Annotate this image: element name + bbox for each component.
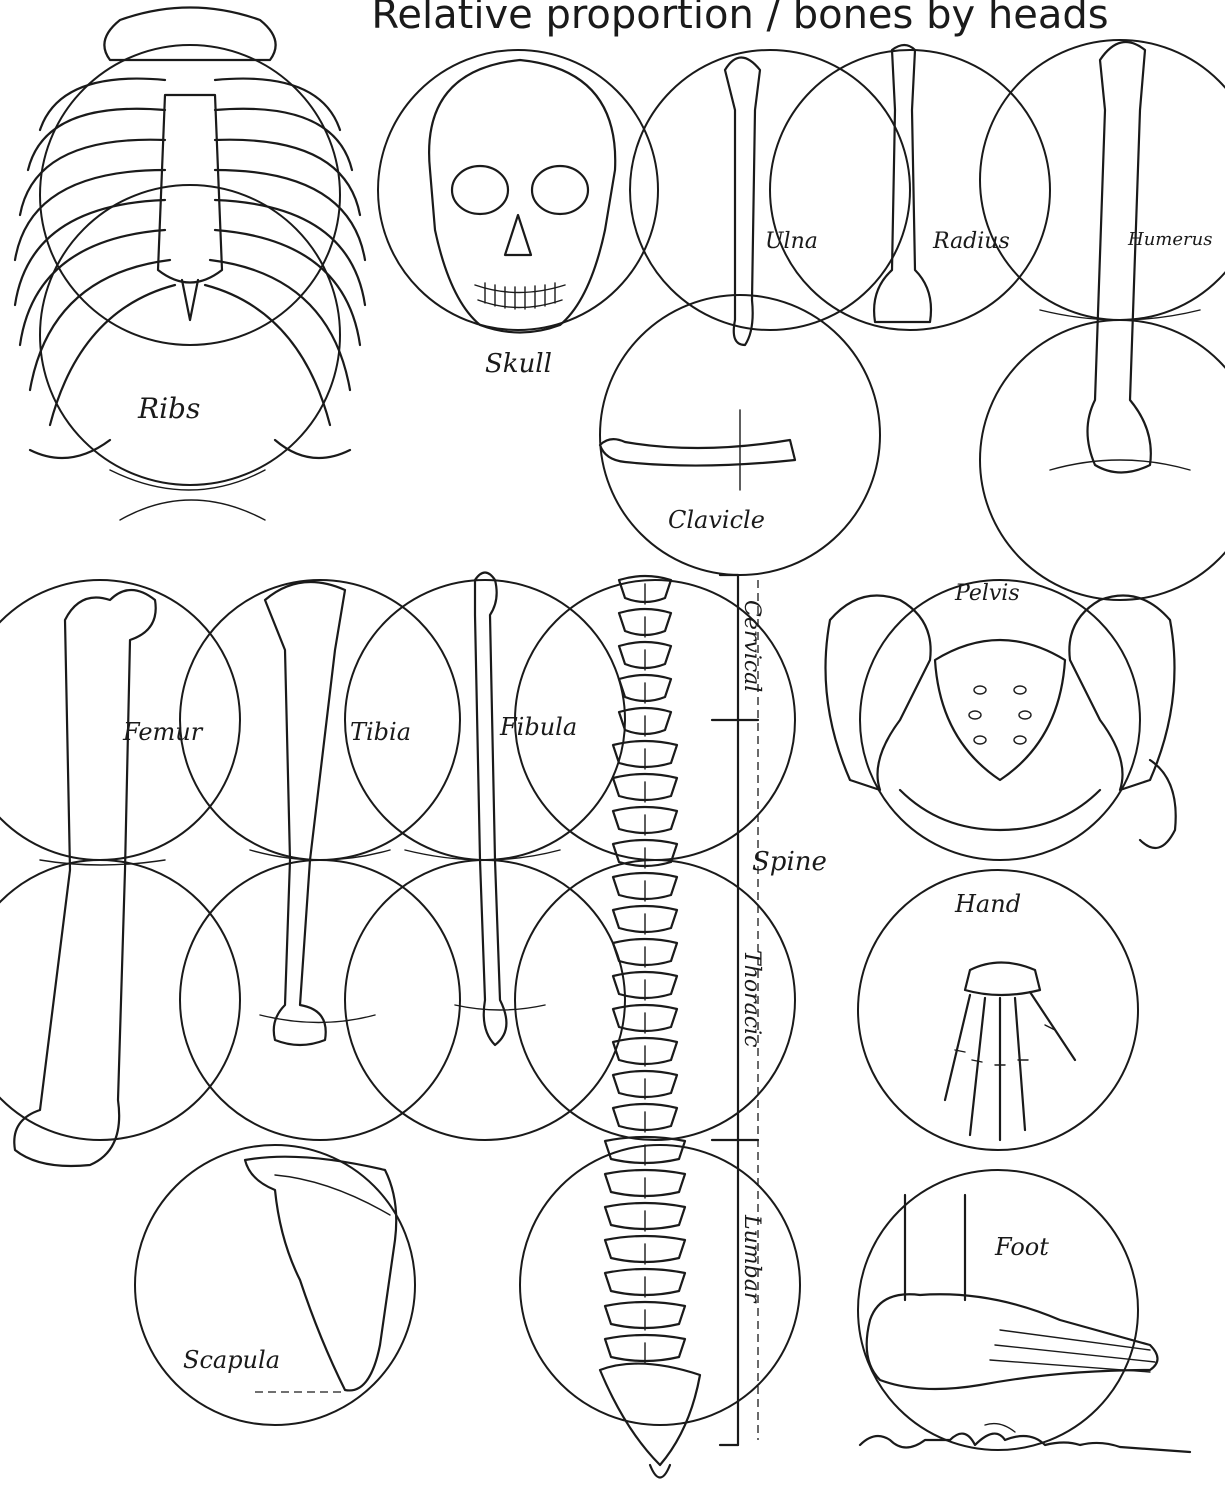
label-ulna: Ulna (765, 229, 818, 254)
head-circle (860, 580, 1140, 860)
tibia-drawing: Tibia (180, 580, 460, 1140)
clavicle-drawing: Clavicle (600, 295, 880, 575)
label-clavicle: Clavicle (668, 506, 765, 534)
ribs-drawing: Ribs (15, 8, 365, 521)
label-cervical: Cervical (739, 600, 764, 692)
head-circle (180, 580, 460, 860)
label-hand: Hand (954, 890, 1021, 918)
label-foot: Foot (994, 1233, 1049, 1261)
label-femur: Femur (122, 718, 204, 746)
sheet-title: Relative proportion / bones by heads (371, 0, 1108, 38)
fibula-drawing: Fibula (345, 573, 625, 1141)
label-pelvis: Pelvis (954, 581, 1020, 606)
humerus-drawing: Humerus (980, 40, 1225, 600)
skull-drawing: Skull (378, 50, 658, 379)
foot-drawing: Foot (858, 1170, 1158, 1450)
spine-drawing: Cervical Thoracic Lumbar Spine (515, 575, 827, 1478)
pelvis-drawing: Pelvis (826, 580, 1176, 860)
head-circle (40, 45, 340, 345)
head-circle (0, 580, 240, 860)
label-scapula: Scapula (183, 1346, 280, 1374)
label-thoracic: Thoracic (739, 950, 764, 1047)
head-circle (135, 1145, 415, 1425)
label-spine: Spine (752, 847, 827, 877)
label-tibia: Tibia (350, 718, 411, 746)
label-fibula: Fibula (499, 713, 577, 741)
label-lumbar: Lumbar (739, 1214, 764, 1304)
head-circle (858, 1170, 1138, 1450)
head-circle (40, 185, 340, 485)
head-circle (180, 860, 460, 1140)
head-circle (378, 50, 658, 330)
scapula-drawing: Scapula (135, 1145, 415, 1425)
label-skull: Skull (485, 349, 552, 379)
hand-drawing: Hand (858, 870, 1138, 1150)
label-humerus: Humerus (1127, 229, 1212, 250)
label-ribs: Ribs (137, 392, 200, 425)
